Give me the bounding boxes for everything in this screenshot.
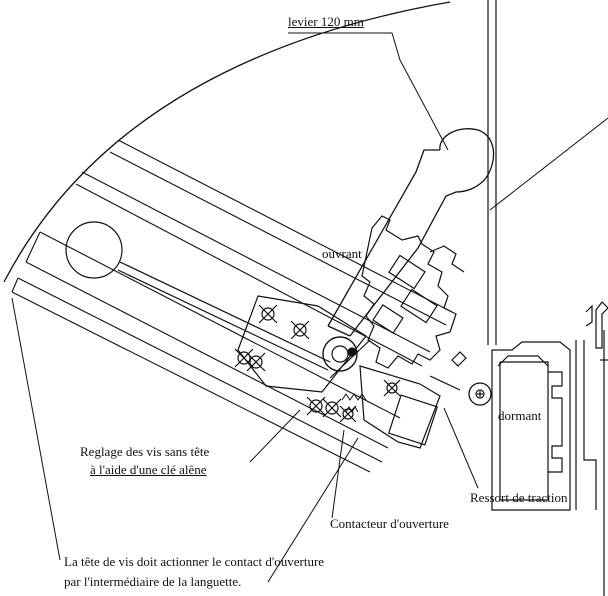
screws — [234, 304, 401, 423]
screw-adjust-label-2: à l'aide d'une clé alêne — [90, 462, 207, 477]
screw-adjust-label-1: Reglage des vis sans tête — [80, 444, 210, 459]
frame-label: dormant — [498, 408, 542, 423]
frame-vertical-lines — [487, 0, 497, 345]
frame-profile — [491, 301, 608, 596]
lever-leader — [288, 32, 449, 151]
note-line-2: par l'intermédiaire de la languette. — [64, 574, 242, 589]
spring-coil — [341, 393, 367, 413]
sash-rails — [11, 139, 453, 473]
spring-label: Ressort de traction — [470, 490, 568, 505]
lever-label: levier 120 mm — [288, 14, 364, 29]
right-leader — [489, 117, 608, 211]
contactor-label: Contacteur d'ouverture — [330, 516, 449, 531]
roller — [468, 382, 492, 406]
mechanism-plate — [237, 295, 441, 449]
lever-arm — [327, 128, 495, 337]
note-line-1: La tête de vis doit actionner le contact… — [64, 554, 325, 569]
sash-profile — [361, 215, 467, 391]
pivot-hub — [322, 336, 371, 379]
sash-label: ouvrant — [322, 246, 362, 261]
opening-arc — [3, 1, 451, 283]
round-hole — [65, 221, 331, 371]
annotation-leaders — [11, 297, 479, 583]
